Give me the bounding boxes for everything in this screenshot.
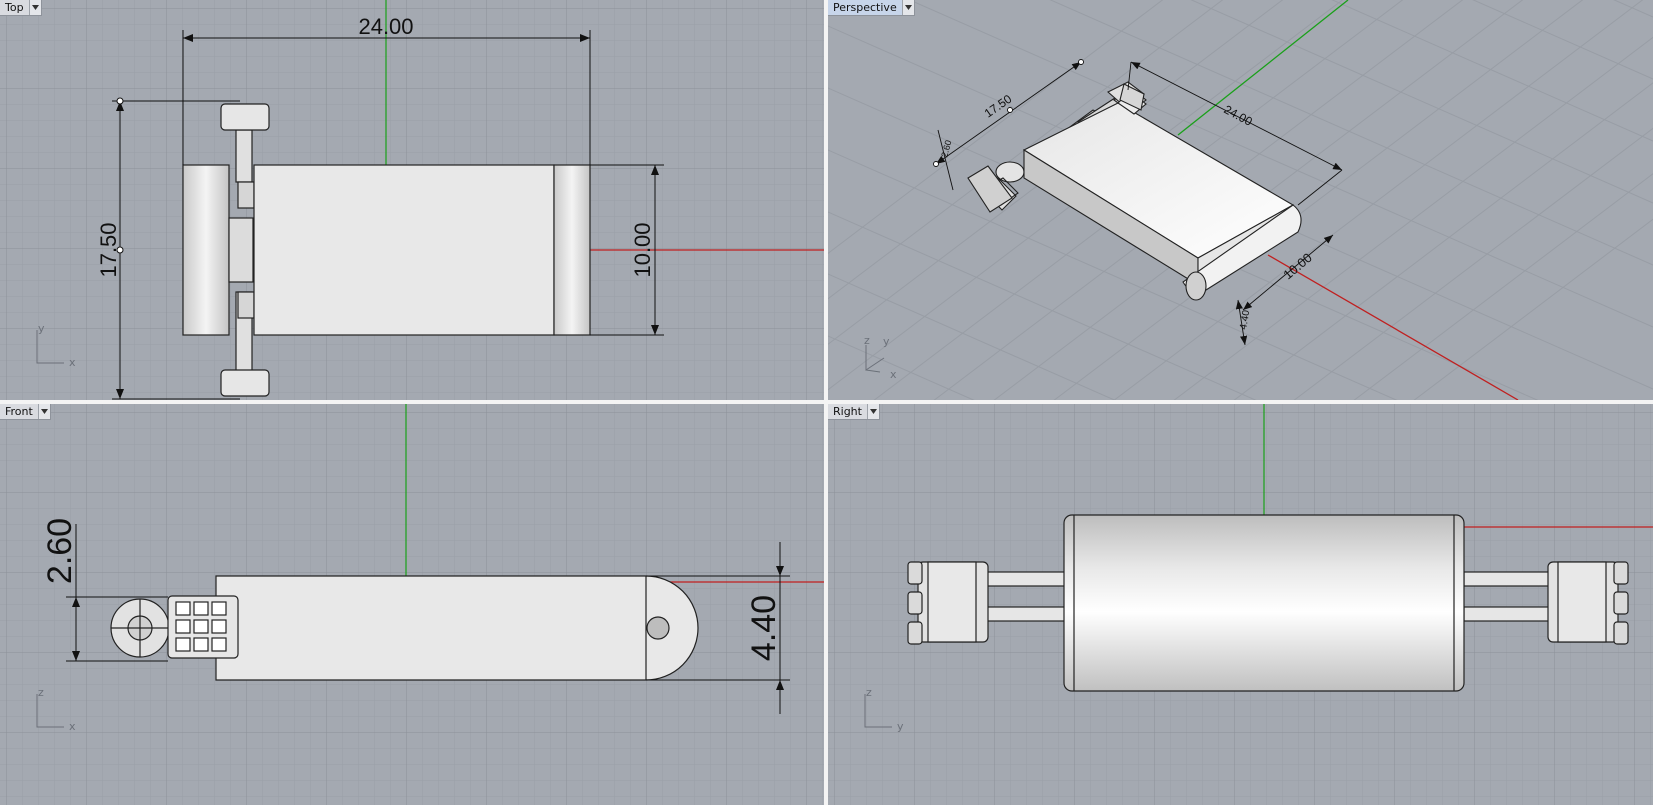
axis-label-z: z [38, 686, 44, 699]
viewport-menu-icon[interactable] [37, 404, 50, 419]
top-model [182, 103, 591, 397]
dim-body-label: 10.00 [630, 222, 655, 277]
persp-dim-small: 2.60 [939, 139, 953, 159]
front-dim-small: 2.60 [41, 518, 79, 584]
axis-label-x: x [890, 368, 897, 381]
viewport-splitter-horizontal[interactable] [0, 400, 1653, 404]
axis-label-y: y [38, 322, 45, 335]
perspective-viewport-canvas[interactable]: 24.00 17.50 10.00 4.40 2.60 z y x [828, 0, 1653, 400]
viewport-title: Top [5, 1, 24, 14]
front-dimensions [66, 524, 790, 714]
persp-dim-height: 4.40 [1238, 309, 1252, 331]
front-model [110, 575, 699, 681]
axis-label-x: x [69, 720, 76, 733]
top-viewport[interactable]: 24.00 17.50 10.00 y x Top [0, 0, 824, 400]
dim-width-label: 24.00 [358, 14, 413, 39]
viewport-menu-icon[interactable] [866, 404, 879, 419]
axis-triad [36, 330, 64, 364]
axis-triad [865, 345, 885, 373]
perspective-dimensions [933, 59, 1343, 346]
viewport-title: Right [833, 405, 862, 418]
axis-triad [864, 694, 892, 728]
axis-label-z: z [866, 686, 872, 699]
axis-triad [36, 694, 64, 728]
viewport-title: Front [5, 405, 33, 418]
right-viewport[interactable]: z y Right [828, 404, 1653, 805]
perspective-viewport[interactable]: 24.00 17.50 10.00 4.40 2.60 z y x Perspe… [828, 0, 1653, 400]
viewport-menu-icon[interactable] [901, 0, 914, 15]
viewport-tab-perspective[interactable]: Perspective [828, 0, 915, 16]
top-viewport-canvas[interactable]: 24.00 17.50 10.00 y x [0, 0, 824, 400]
viewport-title: Perspective [833, 1, 897, 14]
viewport-menu-icon[interactable] [28, 0, 41, 15]
viewport-tab-top[interactable]: Top [0, 0, 42, 16]
axis-label-y: y [883, 335, 890, 348]
viewport-tab-right[interactable]: Right [828, 404, 880, 420]
top-dimensions [112, 30, 664, 400]
axis-label-z: z [864, 334, 870, 347]
front-dim-height: 4.40 [745, 595, 783, 661]
axis-label-x: x [69, 356, 76, 369]
axis-label-y: y [897, 720, 904, 733]
front-viewport-canvas[interactable]: 2.60 4.40 z x [0, 404, 824, 805]
dim-depth-label: 17.50 [96, 222, 121, 277]
right-viewport-canvas[interactable]: z y [828, 404, 1653, 805]
front-viewport[interactable]: 2.60 4.40 z x Front [0, 404, 824, 805]
right-model [907, 514, 1629, 692]
viewport-tab-front[interactable]: Front [0, 404, 51, 420]
